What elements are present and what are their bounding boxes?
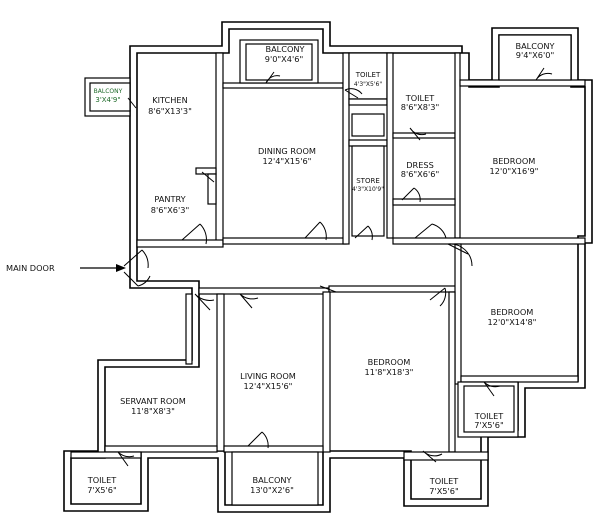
bedroom-center-name: BEDROOM [368,357,411,367]
toilet-bottom-name: TOILET [429,476,460,486]
toilet-right-name: TOILET [474,411,505,421]
balcony-bottom-size: 13'0"X2'6" [250,485,294,495]
store-size: 4'3"X10'9" [352,186,384,193]
toilet-right-size: 7'X5'6" [474,420,504,430]
interior-walls [70,34,586,506]
bedroom-right-name: BEDROOM [491,307,534,317]
balcony-top-size: 9'0"X4'6" [265,54,303,64]
bedroom-top-size: 12'0"X16'9" [490,166,539,176]
balcony-top-name: BALCONY [265,44,305,54]
balcony-right-name: BALCONY [515,41,555,51]
pantry-name: PANTRY [154,194,186,204]
toilet-left-size: 7'X5'6" [87,485,117,495]
balcony-bottom-name: BALCONY [252,475,292,485]
kitchen-name: KITCHEN [152,95,187,105]
dining-name: DINING ROOM [258,146,316,156]
dining-size: 12'4"X15'6" [263,156,312,166]
toilet-small-name: TOILET [355,71,381,79]
room-labels: MAIN DOOR BALCONY 3'X4'9" KITCHEN 8'6"X1… [6,41,556,496]
living-name: LIVING ROOM [240,371,296,381]
bedroom-right-size: 12'0"X14'8" [488,317,537,327]
store-name: STORE [356,177,380,185]
toilet-left-name: TOILET [87,475,118,485]
balcony-left-size: 3'X4'9" [95,96,120,104]
servant-size: 11'8"X8'3" [131,406,175,416]
toilet-bottom-size: 7'X5'6" [429,486,459,496]
kitchen-size: 8'6"X13'3" [148,106,192,116]
dress-size: 8'6"X6'6" [401,169,439,179]
toilet-small-size: 4'3"X5'6" [354,81,382,88]
main-door-label: MAIN DOOR [6,263,55,273]
bedroom-center-size: 11'8"X18'3" [365,367,414,377]
toilet-top-name: TOILET [405,93,436,103]
dress-name: DRESS [406,160,434,170]
main-door-arrow [80,264,126,272]
balcony-left-name: BALCONY [94,88,123,95]
servant-name: SERVANT ROOM [120,396,186,406]
toilet-top-size: 8'6"X8'3" [401,102,439,112]
pantry-size: 8'6"X6'3" [151,205,189,215]
doors [117,67,553,467]
living-size: 12'4"X15'6" [244,381,293,391]
balcony-right-size: 9'4"X6'0" [516,50,554,60]
bedroom-top-name: BEDROOM [493,156,536,166]
